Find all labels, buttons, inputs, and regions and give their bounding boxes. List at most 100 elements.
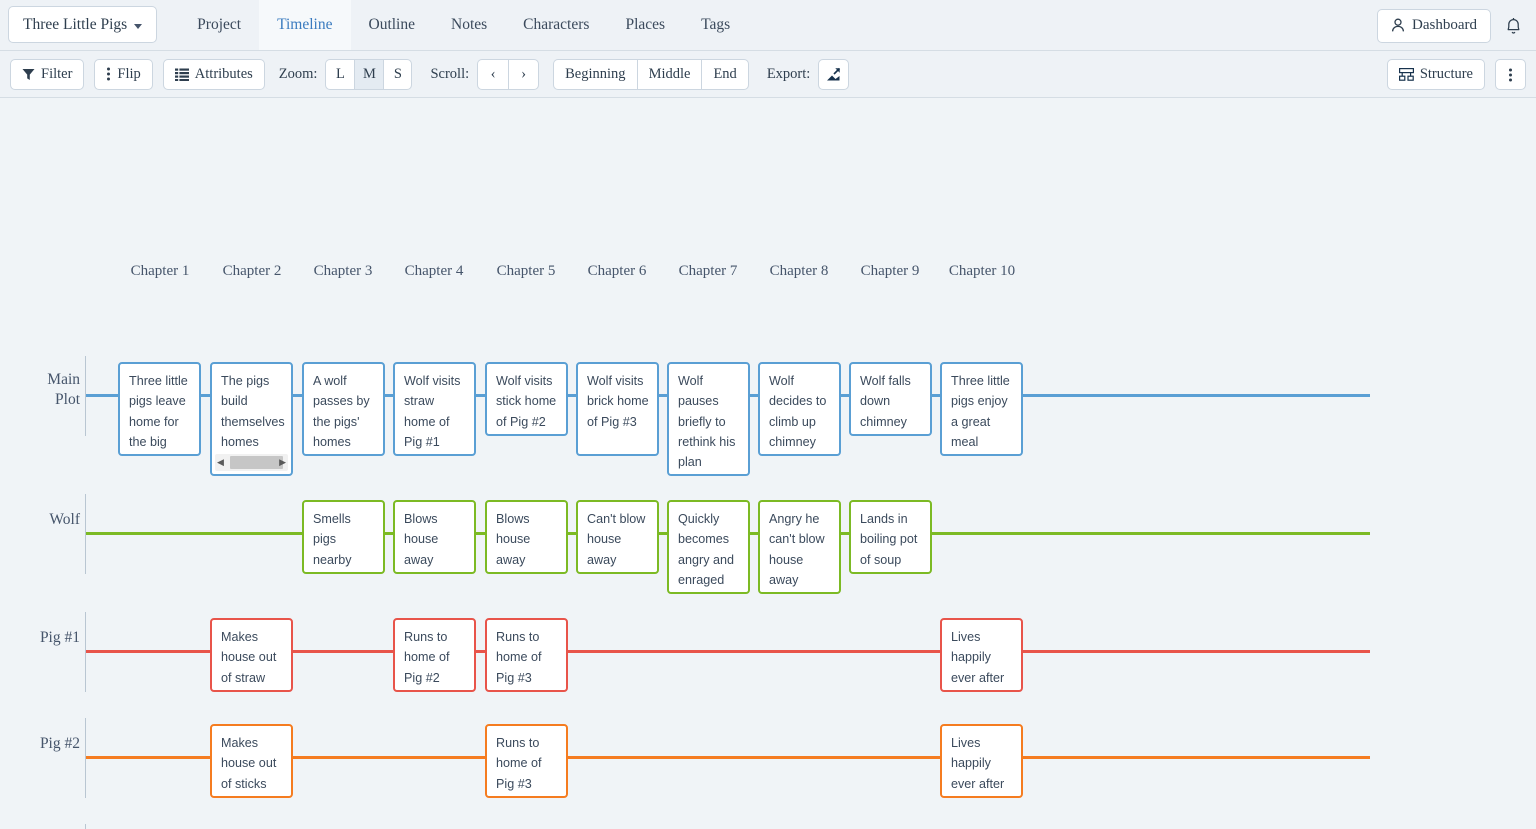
structure-button[interactable]: Structure xyxy=(1386,59,1485,90)
scene-card[interactable]: Runs to home of Pig #2 xyxy=(393,618,476,692)
chapter-header[interactable]: Chapter 1 xyxy=(130,263,190,279)
scroll-next-button[interactable]: › xyxy=(508,58,540,90)
scene-card-text: Angry he can't blow house away xyxy=(769,512,825,587)
export-button[interactable] xyxy=(818,58,850,90)
vertical-dots-icon xyxy=(1509,68,1512,81)
chapter-header[interactable]: Chapter 9 xyxy=(860,263,920,279)
scene-card[interactable]: Wolf decides to climb up chimney xyxy=(758,362,841,456)
bell-icon xyxy=(1507,18,1520,34)
chapter-header[interactable]: Chapter 4 xyxy=(404,263,464,279)
zoom-label: Zoom: xyxy=(278,65,318,82)
attributes-button[interactable]: Attributes xyxy=(162,58,265,90)
scene-card[interactable]: Makes house out of straw xyxy=(210,618,293,692)
tab-timeline[interactable]: Timeline xyxy=(259,0,351,50)
tab-notes[interactable]: Notes xyxy=(451,16,488,33)
scene-card[interactable]: Quickly becomes angry and enraged xyxy=(667,500,750,594)
tab-project[interactable]: Project xyxy=(197,16,242,33)
scene-card[interactable]: Three little pigs enjoy a great meal xyxy=(940,362,1023,456)
scene-card[interactable]: Lives happily ever after xyxy=(940,618,1023,692)
tab-characters[interactable]: Characters xyxy=(523,16,590,33)
scene-card-text: Runs to home of Pig #2 xyxy=(404,630,450,685)
scene-card[interactable]: Wolf visits stick home of Pig #2 xyxy=(485,362,568,436)
scene-card[interactable]: Runs to home of Pig #3 xyxy=(485,724,568,798)
timeline-canvas[interactable]: Chapter 1 Chapter 2 Chapter 3 Chapter 4 Chap… xyxy=(0,98,1536,829)
scene-card[interactable]: The pigs build themselves homes◀▶ xyxy=(210,362,293,476)
scene-card-text: Makes house out of straw xyxy=(221,630,277,685)
chapter-header[interactable]: Chapter 3 xyxy=(313,263,373,279)
row-label[interactable]: Pig #2 xyxy=(39,735,80,752)
chapter-header[interactable]: Chapter 7 xyxy=(678,263,738,279)
attributes-icon xyxy=(174,68,189,81)
scroll-position-group: Beginning Middle End xyxy=(553,58,749,90)
zoom-m-button[interactable]: M xyxy=(354,58,384,90)
scene-card-scrollbar[interactable]: ◀▶ xyxy=(215,454,288,471)
chapter-header[interactable]: Chapter 8 xyxy=(769,263,829,279)
scene-card[interactable]: Three little pigs leave home for the big… xyxy=(118,362,201,456)
filter-button[interactable]: Filter xyxy=(10,58,85,90)
zoom-l-button[interactable]: L xyxy=(325,58,355,90)
scene-card-text: Smells pigs nearby xyxy=(313,512,352,567)
scroll-end-button[interactable]: End xyxy=(701,58,749,90)
tab-places[interactable]: Places xyxy=(625,16,666,33)
scene-card-text: Three little pigs enjoy a great meal xyxy=(951,374,1010,449)
zoom-s-button[interactable]: S xyxy=(383,58,413,90)
scene-card-text: Wolf falls down chimney xyxy=(860,374,911,429)
scene-card-text: Wolf pauses briefly to rethink his plan xyxy=(678,374,736,470)
row-label[interactable]: Pig #1 xyxy=(39,629,80,646)
tab-outline[interactable]: Outline xyxy=(368,16,416,33)
notifications-button[interactable] xyxy=(1505,16,1526,35)
chapter-header[interactable]: Chapter 2 xyxy=(222,263,282,279)
scene-card[interactable]: Lands in boiling pot of soup xyxy=(849,500,932,574)
dashboard-button[interactable]: Dashboard xyxy=(1377,8,1491,43)
scene-card[interactable]: Can't blow house away xyxy=(576,500,659,574)
toolbar-right-actions: Structure xyxy=(1386,51,1526,98)
scrollbar-right-arrow-icon[interactable]: ▶ xyxy=(279,457,286,467)
scene-card-text: Runs to home of Pig #3 xyxy=(496,630,542,685)
scene-card[interactable]: Wolf visits brick home of Pig #3 xyxy=(576,362,659,456)
chevron-down-icon xyxy=(134,23,143,29)
scene-card[interactable]: Angry he can't blow house away xyxy=(758,500,841,594)
scroll-prev-button[interactable]: ‹ xyxy=(477,58,509,90)
scene-card[interactable]: Blows house away xyxy=(393,500,476,574)
row-timeline-line xyxy=(86,756,1370,759)
row-label[interactable]: Wolf xyxy=(49,511,80,528)
scene-card[interactable]: Smells pigs nearby xyxy=(302,500,385,574)
row-divider xyxy=(85,824,86,829)
project-selector-button[interactable]: Three Little Pigs xyxy=(8,6,158,43)
scene-card-text: Wolf visits straw home of Pig #1 xyxy=(404,374,461,449)
filter-icon xyxy=(22,68,35,80)
scene-card[interactable]: Wolf visits straw home of Pig #1 xyxy=(393,362,476,456)
app-header: Three Little Pigs Project Timeline Outline… xyxy=(0,0,1536,51)
scene-card-text: Can't blow house away xyxy=(587,512,646,567)
scroll-label: Scroll: xyxy=(430,65,470,82)
scene-card[interactable]: Blows house away xyxy=(485,500,568,574)
chapter-header[interactable]: Chapter 5 xyxy=(496,263,556,279)
toolbar-overflow-button[interactable] xyxy=(1495,59,1526,90)
attributes-label: Attributes xyxy=(194,65,253,82)
scene-card-text: Three little pigs leave home for the big… xyxy=(129,374,188,449)
vertical-dots-icon xyxy=(107,67,111,81)
scene-card-text: Lives happily ever after xyxy=(951,630,1005,685)
scene-card[interactable]: Lives happily ever after xyxy=(940,724,1023,798)
scrollbar-thumb[interactable] xyxy=(230,456,283,469)
chapter-header[interactable]: Chapter 10 xyxy=(948,263,1016,279)
scroll-middle-button[interactable]: Middle xyxy=(636,58,702,90)
tab-tags[interactable]: Tags xyxy=(701,16,731,33)
scrollbar-left-arrow-icon[interactable]: ◀ xyxy=(217,457,224,467)
flip-button[interactable]: Flip xyxy=(94,58,153,90)
scene-card-text: Runs to home of Pig #3 xyxy=(496,736,542,791)
structure-icon xyxy=(1398,68,1414,81)
dashboard-label: Dashboard xyxy=(1412,17,1477,33)
header-right-actions: Dashboard xyxy=(1377,0,1526,51)
scene-card[interactable]: Makes house out of sticks xyxy=(210,724,293,798)
scene-card[interactable]: A wolf passes by the pigs' homes xyxy=(302,362,385,456)
row-divider xyxy=(85,494,86,574)
scroll-beginning-button[interactable]: Beginning xyxy=(553,58,637,90)
scene-card[interactable]: Runs to home of Pig #3 xyxy=(485,618,568,692)
export-icon xyxy=(827,67,841,80)
scene-card[interactable]: Wolf falls down chimney xyxy=(849,362,932,436)
scene-card[interactable]: Wolf pauses briefly to rethink his plan xyxy=(667,362,750,476)
chapter-header[interactable]: Chapter 6 xyxy=(587,263,647,279)
row-label[interactable]: Main Plot xyxy=(47,371,80,408)
